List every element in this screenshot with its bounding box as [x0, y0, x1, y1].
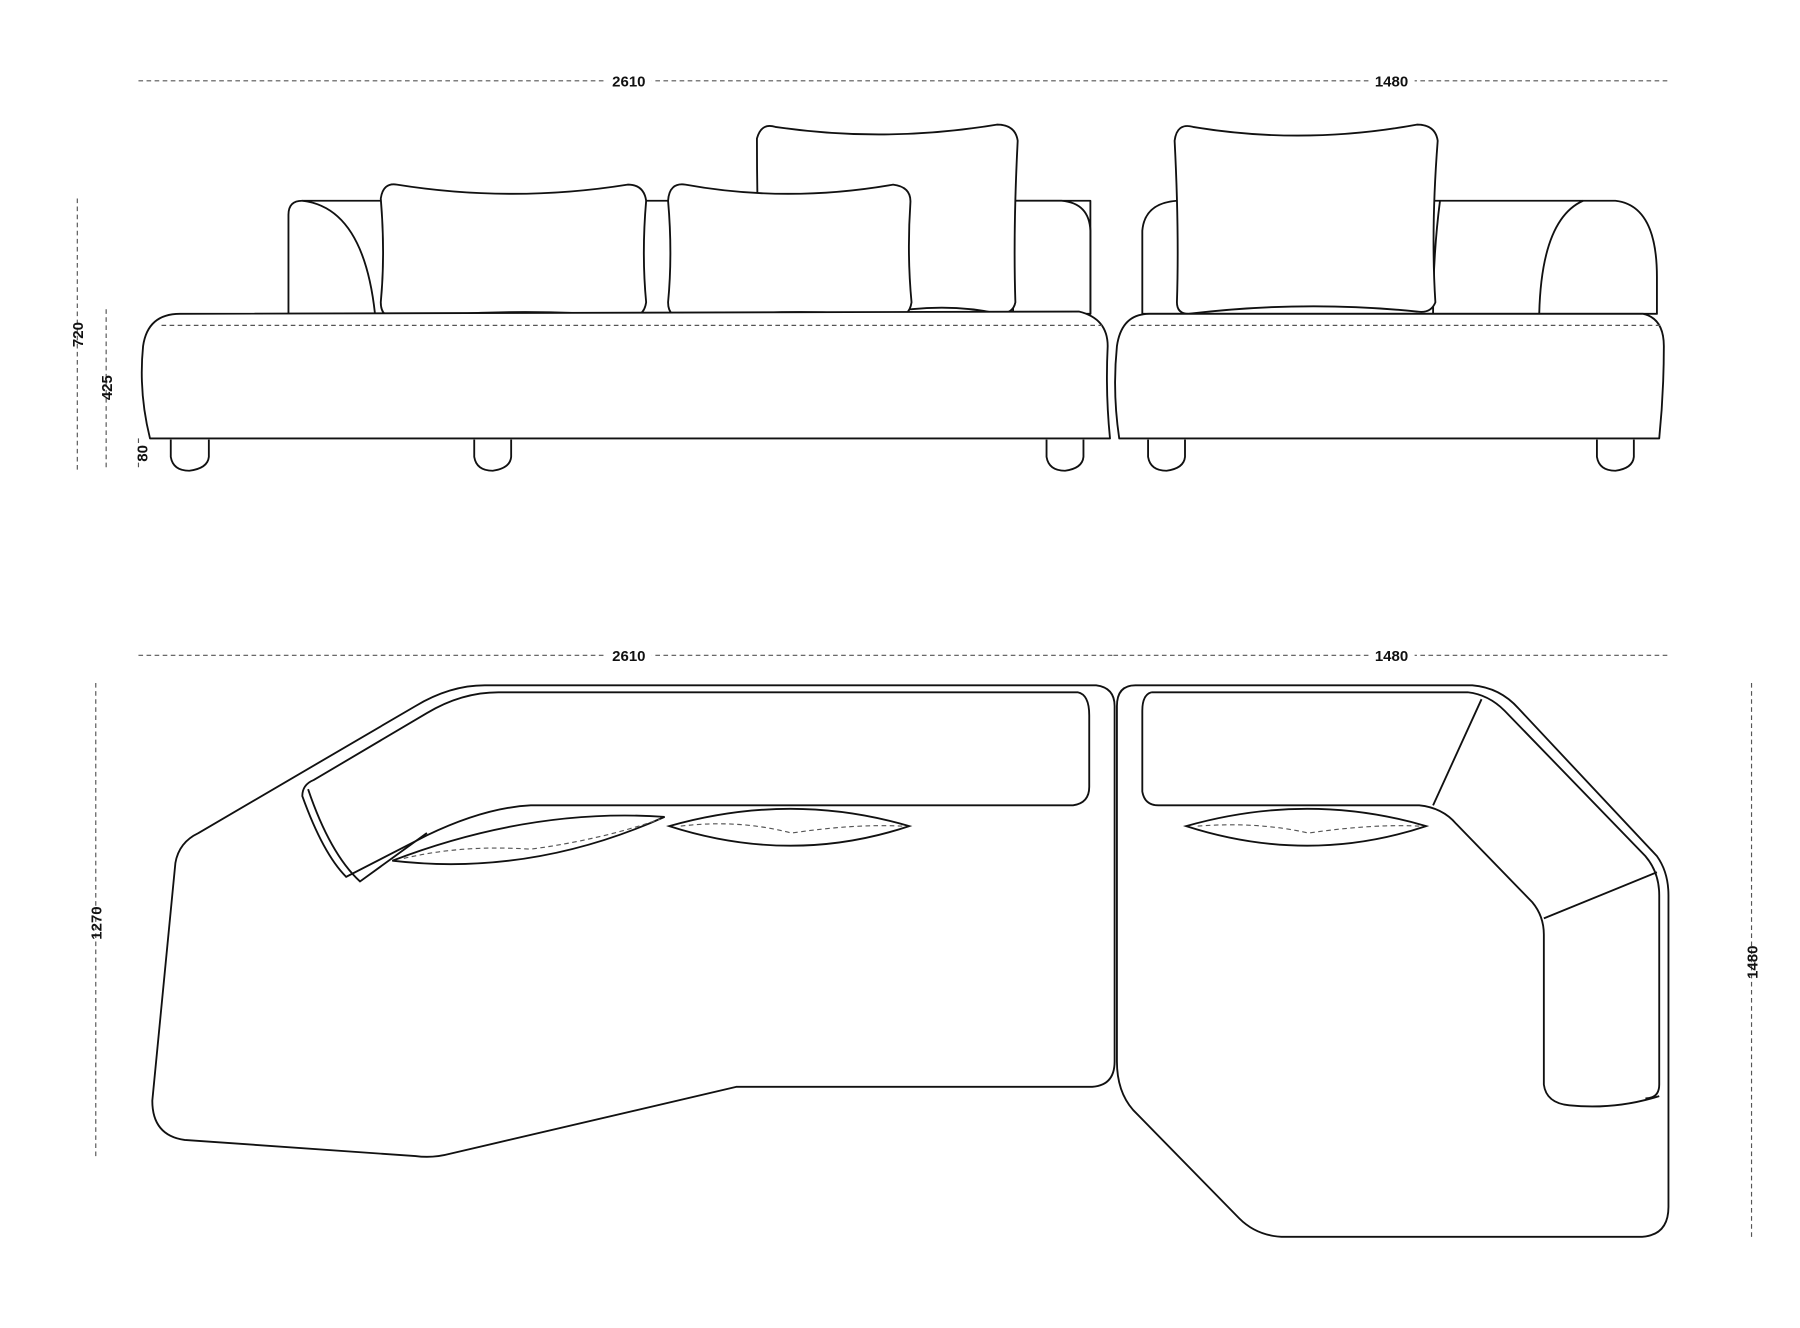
- dim-total-height: 720: [70, 322, 87, 347]
- top-view: 2610 1480 1270 750 1480: [89, 646, 1761, 1241]
- dim-right-depth: 1480: [1744, 946, 1761, 979]
- dim-front-left-width: 2610: [612, 74, 645, 91]
- dim-left-depth: 1270: [89, 906, 106, 939]
- dim-seat-height: 425: [99, 375, 116, 400]
- front-view: 2610 1480 720 425 80: [70, 71, 1671, 472]
- dim-leg-height: 80: [135, 445, 152, 462]
- dim-top-right-width: 1480: [1375, 648, 1408, 665]
- dim-front-right-width: 1480: [1375, 74, 1408, 91]
- dim-top-left-width: 2610: [612, 648, 645, 665]
